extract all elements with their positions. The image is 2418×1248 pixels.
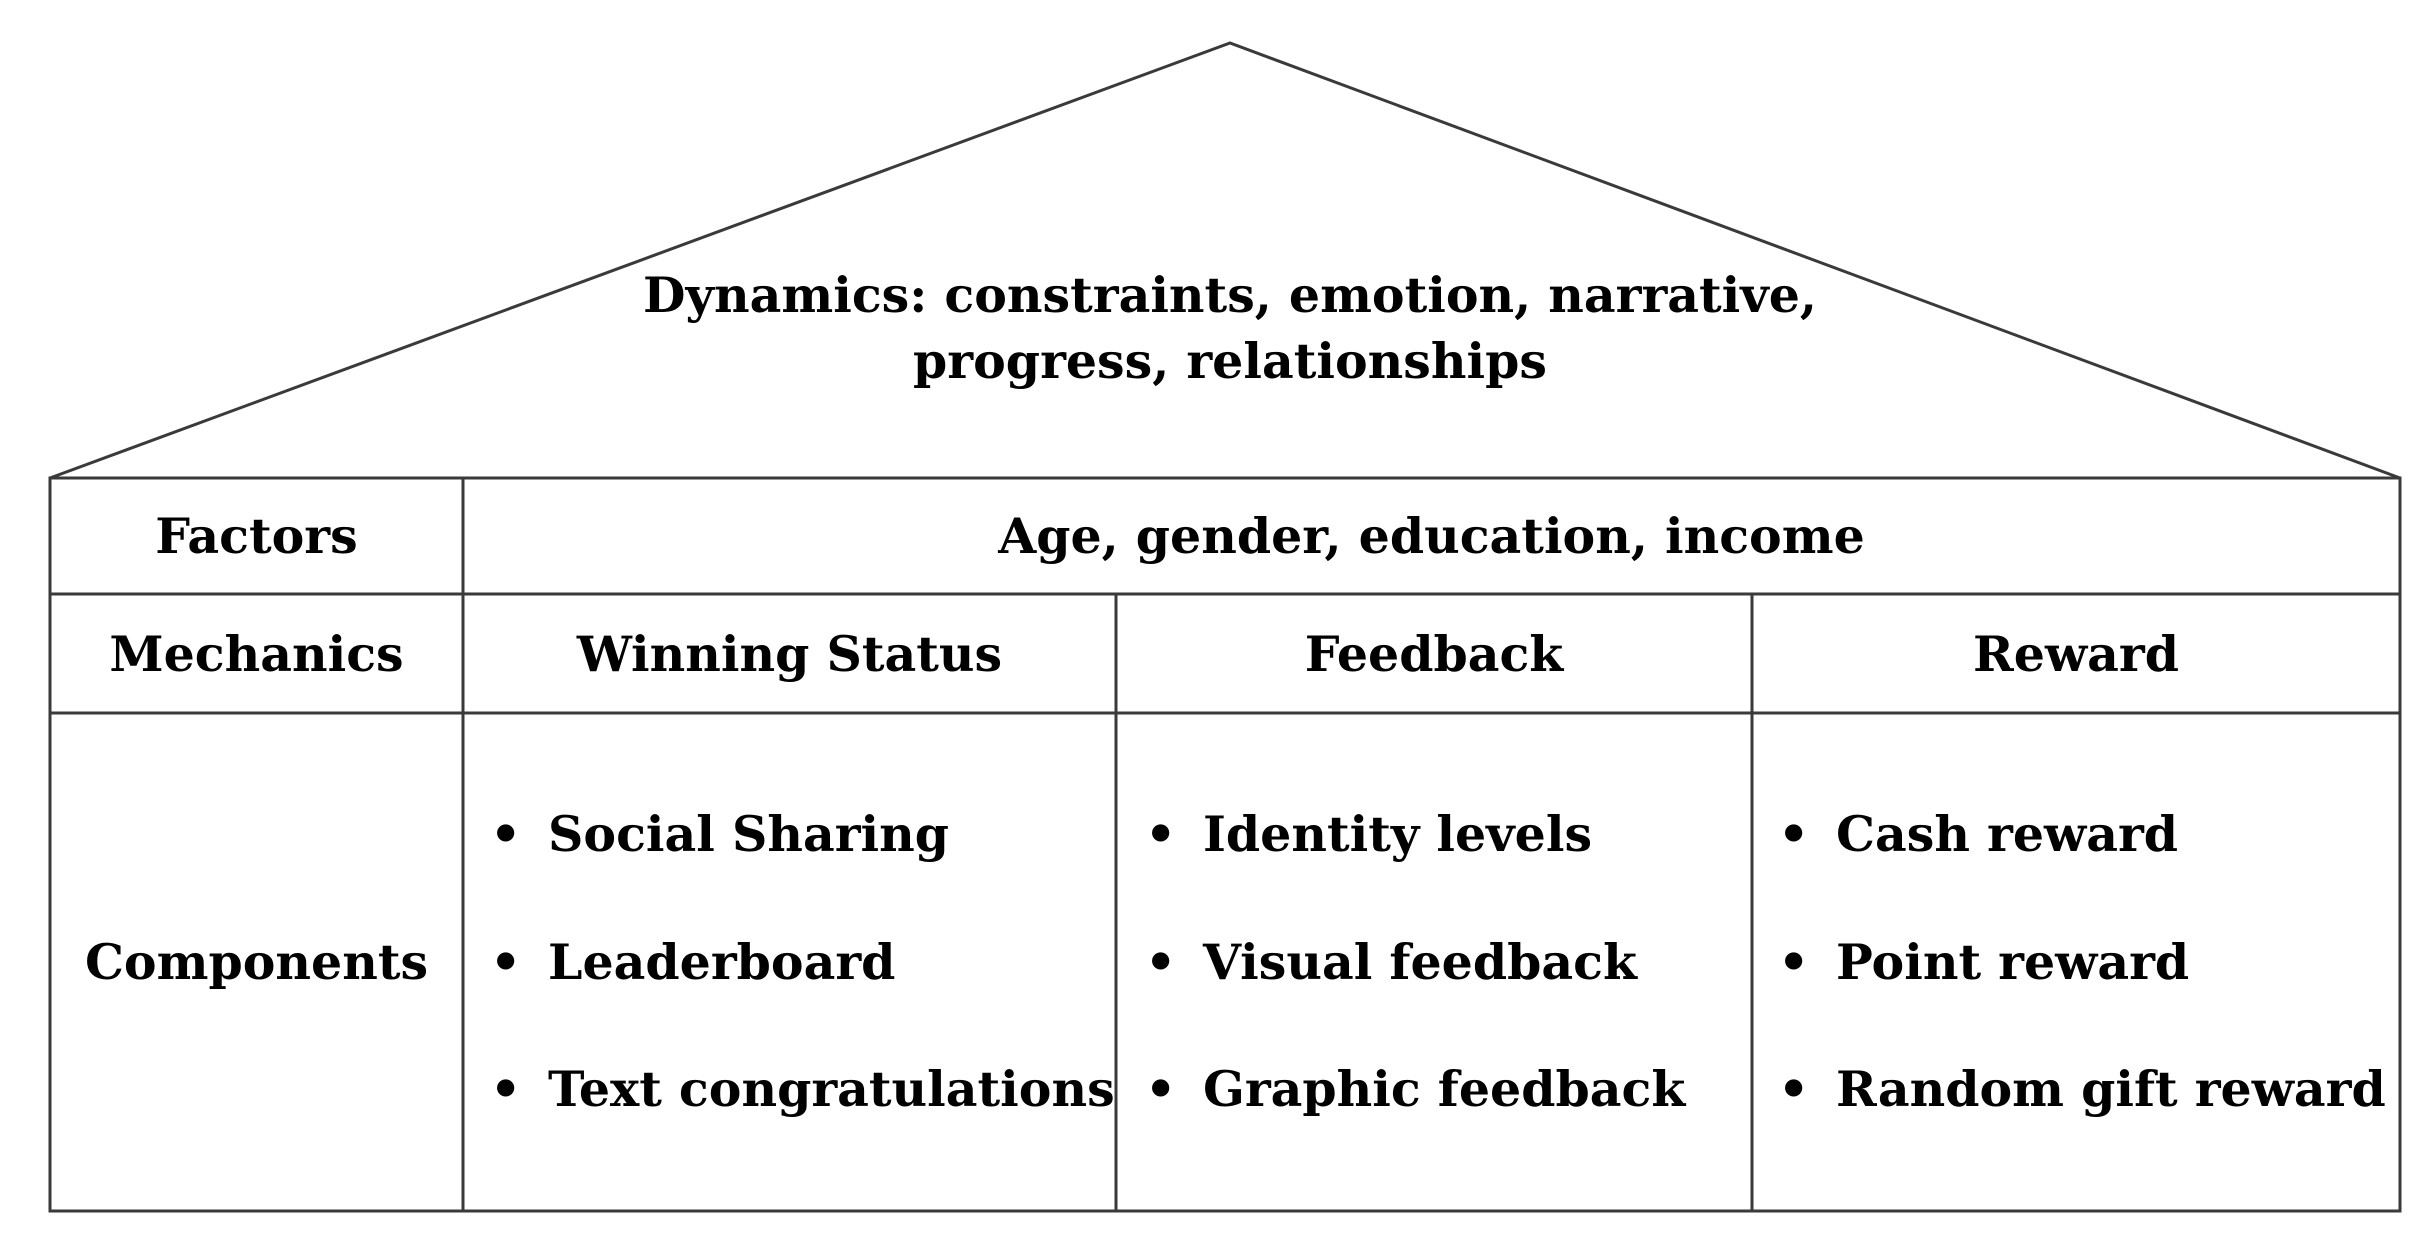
list-item: • Visual feedback (1145, 932, 1637, 992)
bullet-icon: • (1145, 805, 1177, 863)
mechanic-reward: Reward (1973, 625, 2179, 683)
component-text-congratulations: Text congratulations (548, 1060, 1115, 1118)
factors-label: Factors (155, 507, 358, 565)
list-item: • Cash reward (1778, 804, 2178, 864)
list-item: • Identity levels (1145, 804, 1592, 864)
mechanic-feedback: Feedback (1304, 625, 1564, 683)
component-point-reward: Point reward (1836, 933, 2190, 991)
dynamics-line-1: Dynamics: constraints, emotion, narrativ… (643, 266, 1817, 324)
list-item: • Leaderboard (490, 932, 895, 992)
component-graphic-feedback: Graphic feedback (1203, 1060, 1686, 1118)
list-item: • Text congratulations (490, 1059, 1115, 1119)
bullet-icon: • (1778, 933, 1810, 991)
component-leaderboard: Leaderboard (548, 933, 896, 991)
roof-outline (49, 41, 2401, 480)
component-cash-reward: Cash reward (1836, 805, 2179, 863)
bullet-icon: • (490, 805, 522, 863)
factors-value: Age, gender, education, income (998, 507, 1865, 565)
bullet-icon: • (1145, 1060, 1177, 1118)
list-item: • Random gift reward (1778, 1059, 2386, 1119)
dynamics-line-2: progress, relationships (913, 332, 1547, 390)
component-visual-feedback: Visual feedback (1203, 933, 1637, 991)
component-random-gift-reward: Random gift reward (1836, 1060, 2386, 1118)
mechanic-winning-status: Winning Status (576, 625, 1003, 683)
components-label: Components (84, 933, 429, 991)
mechanics-label: Mechanics (109, 625, 404, 683)
list-item: • Point reward (1778, 932, 2189, 992)
bullet-icon: • (1778, 805, 1810, 863)
bullet-icon: • (490, 1060, 522, 1118)
bullet-icon: • (1778, 1060, 1810, 1118)
component-identity-levels: Identity levels (1203, 805, 1593, 863)
list-item: • Social Sharing (490, 804, 949, 864)
component-social-sharing: Social Sharing (548, 805, 950, 863)
bullet-icon: • (490, 933, 522, 991)
table-outline (48, 476, 2402, 1213)
bullet-icon: • (1145, 933, 1177, 991)
list-item: • Graphic feedback (1145, 1059, 1685, 1119)
